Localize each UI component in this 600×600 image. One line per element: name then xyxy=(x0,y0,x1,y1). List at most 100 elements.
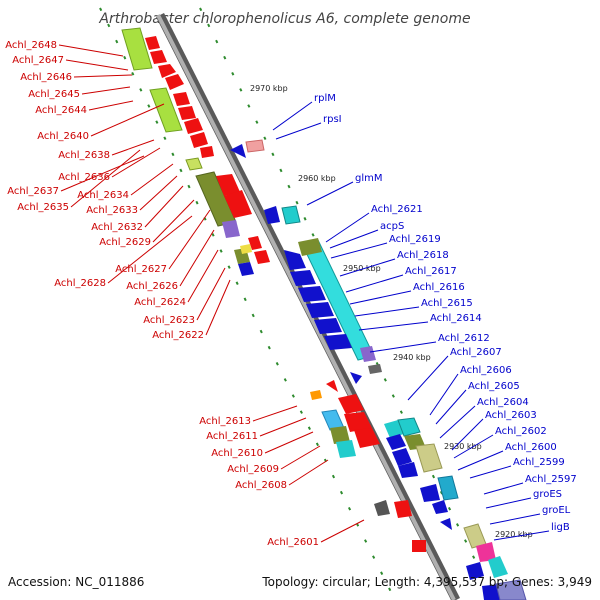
scale-label: 2930 kbp xyxy=(444,442,482,451)
right-gene-label[interactable]: Achl_2606 xyxy=(460,365,512,376)
right-label-leader-line xyxy=(457,450,504,471)
right-label-leader-line xyxy=(272,101,313,131)
right-gene-label[interactable]: acpS xyxy=(380,221,404,232)
forward-gene-arrow xyxy=(158,64,176,78)
right-gene-labels: rplM rpsI glmM Achl_2621 acpS Achl_2619Achl_2… xyxy=(272,93,577,541)
left-gene-label[interactable]: Achl_2646 xyxy=(20,72,72,83)
cds-block xyxy=(495,579,527,600)
right-gene-label[interactable]: Achl_2604 xyxy=(477,397,529,408)
left-gene-label[interactable]: Achl_2611 xyxy=(206,431,258,442)
left-gene-label[interactable]: Achl_2601 xyxy=(267,537,319,548)
scale-label: 2970 kbp xyxy=(250,84,288,93)
right-label-leader-line xyxy=(369,341,437,353)
reverse-gene-arrow xyxy=(466,562,484,580)
left-label-leader-line xyxy=(168,209,211,270)
cds-block xyxy=(298,238,322,256)
reverse-gene-arrow xyxy=(432,500,448,514)
right-gene-label[interactable]: Achl_2618 xyxy=(397,250,449,261)
left-gene-label[interactable]: Achl_2635 xyxy=(17,202,69,213)
left-gene-label[interactable]: Achl_2632 xyxy=(91,222,143,233)
left-label-leader-line xyxy=(179,229,215,287)
genome-title: Arthrobacter chlorophenolicus A6, comple… xyxy=(98,11,470,27)
right-label-leader-line xyxy=(407,355,449,401)
left-label-leader-line xyxy=(88,100,134,111)
right-label-leader-line xyxy=(325,212,370,243)
reverse-gene-arrow xyxy=(398,462,418,478)
right-label-leader-line xyxy=(306,181,354,206)
left-gene-label[interactable]: Achl_2647 xyxy=(12,55,64,66)
cds-block xyxy=(222,220,240,238)
right-gene-label[interactable]: Achl_2614 xyxy=(430,313,482,324)
right-gene-label[interactable]: Achl_2615 xyxy=(421,298,473,309)
right-gene-label[interactable]: ligB xyxy=(551,522,570,533)
left-label-leader-line xyxy=(139,175,178,211)
left-gene-label[interactable]: Achl_2628 xyxy=(54,278,106,289)
right-label-leader-line xyxy=(493,530,550,541)
left-gene-label[interactable]: Achl_2644 xyxy=(35,105,87,116)
right-gene-label[interactable]: rplM xyxy=(314,93,336,104)
forward-gene-arrow xyxy=(150,50,167,64)
right-gene-label[interactable]: Achl_2603 xyxy=(485,410,537,421)
right-gene-label[interactable]: Achl_2616 xyxy=(413,282,465,293)
left-gene-label[interactable]: Achl_2613 xyxy=(199,416,251,427)
reverse-gene-arrow xyxy=(324,334,352,350)
left-gene-label[interactable]: Achl_2638 xyxy=(58,150,110,161)
left-gene-label[interactable]: Achl_2634 xyxy=(77,190,129,201)
left-gene-label[interactable]: Achl_2624 xyxy=(134,297,186,308)
right-gene-label[interactable]: Achl_2599 xyxy=(513,457,565,468)
left-gene-label[interactable]: Achl_2609 xyxy=(227,464,279,475)
left-gene-label[interactable]: Achl_2608 xyxy=(235,480,287,491)
forward-gene-arrow xyxy=(173,92,190,106)
left-gene-label[interactable]: Achl_2648 xyxy=(5,40,57,51)
gene-features xyxy=(121,27,527,600)
cds-block xyxy=(336,440,356,458)
forward-gene-arrow xyxy=(344,412,372,432)
right-gene-label[interactable]: Achl_2607 xyxy=(450,347,502,358)
right-label-leader-line xyxy=(358,321,429,331)
left-gene-label[interactable]: Achl_2629 xyxy=(99,237,151,248)
left-gene-label[interactable]: Achl_2637 xyxy=(7,186,59,197)
right-label-leader-line xyxy=(451,418,484,451)
right-gene-label[interactable]: Achl_2617 xyxy=(405,266,457,277)
left-gene-label[interactable]: Achl_2645 xyxy=(28,89,80,100)
scale-label: 2940 kbp xyxy=(393,353,431,362)
right-gene-label[interactable]: groES xyxy=(533,489,562,500)
cds-block xyxy=(149,87,183,133)
cds-block xyxy=(384,420,404,438)
left-gene-label[interactable]: Achl_2636 xyxy=(58,172,110,183)
right-gene-label[interactable]: Achl_2602 xyxy=(495,426,547,437)
accession-text: Accession: NC_011886 xyxy=(8,575,144,589)
forward-gene-arrow xyxy=(178,106,196,120)
right-gene-label[interactable]: Achl_2597 xyxy=(525,474,577,485)
forward-gene-arrow xyxy=(224,190,252,218)
inner-tick-track xyxy=(99,7,396,600)
reverse-gene-arrow xyxy=(350,372,362,384)
cds-block xyxy=(488,556,508,578)
right-gene-label[interactable]: Achl_2621 xyxy=(371,204,423,215)
reverse-gene-arrow xyxy=(290,270,316,286)
right-label-leader-line xyxy=(349,290,412,305)
reverse-gene-arrow xyxy=(230,144,246,158)
right-label-leader-line xyxy=(489,513,541,525)
cds-block xyxy=(368,364,382,374)
right-gene-label[interactable]: groEL xyxy=(542,505,571,516)
cds-block xyxy=(476,542,496,562)
left-gene-label[interactable]: Achl_2626 xyxy=(126,281,178,292)
right-gene-label[interactable]: Achl_2619 xyxy=(389,234,441,245)
cds-block xyxy=(374,500,390,516)
right-label-leader-line xyxy=(275,122,322,140)
right-gene-label[interactable]: rpsI xyxy=(323,114,342,125)
right-gene-label[interactable]: glmM xyxy=(355,173,383,184)
left-gene-label[interactable]: Achl_2627 xyxy=(115,264,167,275)
left-gene-label[interactable]: Achl_2623 xyxy=(143,315,195,326)
left-gene-label[interactable]: Achl_2640 xyxy=(37,131,89,142)
right-gene-label[interactable]: Achl_2600 xyxy=(505,442,557,453)
reverse-gene-arrow xyxy=(284,250,306,270)
left-gene-label[interactable]: Achl_2622 xyxy=(152,330,204,341)
right-label-leader-line xyxy=(469,465,512,479)
left-gene-label[interactable]: Achl_2633 xyxy=(86,205,138,216)
right-gene-label[interactable]: Achl_2612 xyxy=(438,333,490,344)
left-gene-label[interactable]: Achl_2610 xyxy=(211,448,263,459)
right-gene-label[interactable]: Achl_2605 xyxy=(468,381,520,392)
